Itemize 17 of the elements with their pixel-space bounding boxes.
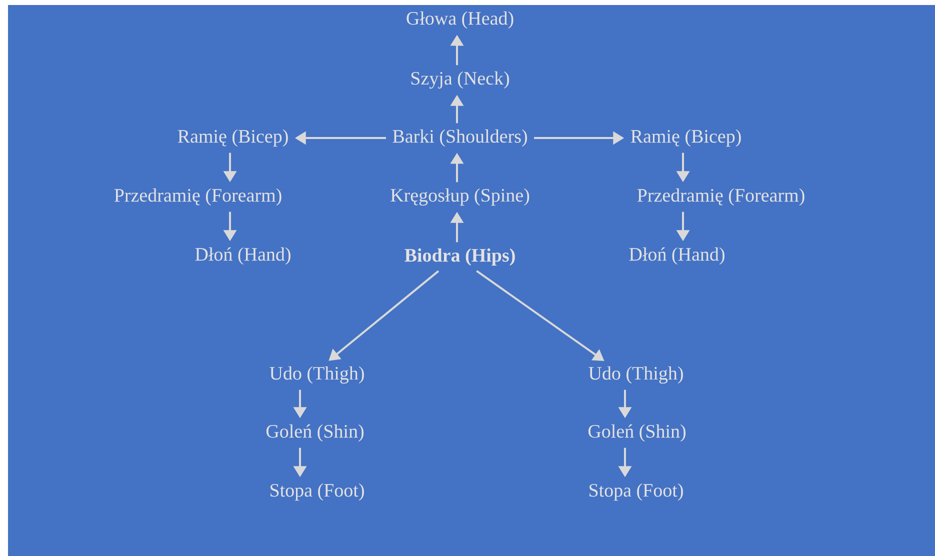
- body-part-label: Stopa (Foot): [590, 483, 683, 501]
- body-part-label: Dłoń (Hand): [629, 247, 724, 265]
- body-part-label: Goleń (Shin): [588, 424, 686, 442]
- body-part-label: Udo (Thigh): [588, 366, 683, 384]
- body-part-label: Biodra (Hips): [404, 248, 515, 266]
- body-part-label: Goleń (Shin): [266, 424, 364, 442]
- body-part-label: Udo (Thigh): [270, 366, 364, 384]
- body-part-label: Przedramię (Forearm): [637, 188, 804, 206]
- body-part-label: Kręgosłup (Spine): [390, 188, 530, 206]
- body-part-label: Ramię (Bicep): [178, 129, 288, 147]
- body-part-label: Dłoń (Hand): [195, 247, 290, 265]
- body-part-label: Głowa (Head): [406, 11, 514, 29]
- body-part-label: Szyja (Neck): [411, 71, 510, 89]
- body-part-label: Barki (Shoulders): [392, 129, 527, 147]
- body-part-label: Stopa (Foot): [270, 483, 364, 501]
- body-part-label: Ramię (Bicep): [630, 129, 741, 147]
- body-part-label: Przedramię (Forearm): [114, 188, 282, 206]
